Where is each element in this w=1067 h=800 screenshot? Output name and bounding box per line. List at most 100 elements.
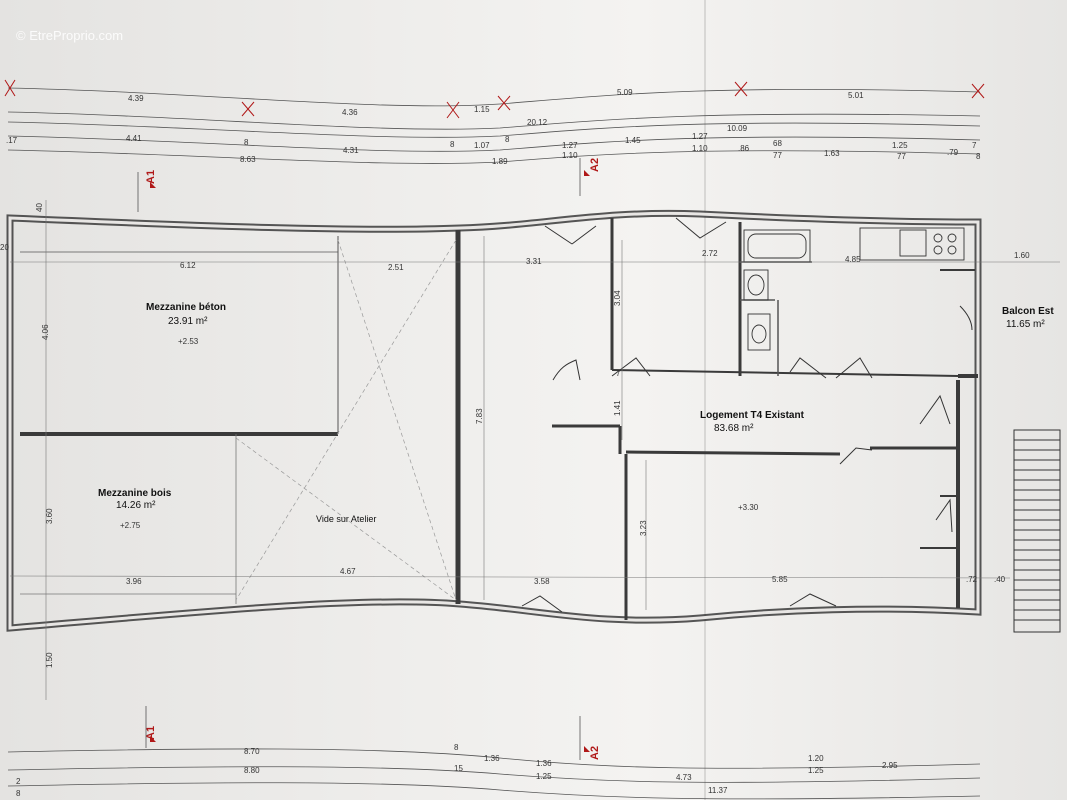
dim-label: 4.31: [343, 146, 359, 155]
section-marker-a1-top: A1: [137, 170, 157, 212]
room-name: Balcon Est: [1002, 306, 1054, 317]
dim-label: 8: [16, 789, 21, 798]
room-vide-atelier: Vide sur Atelier: [316, 514, 376, 524]
dim-label: .79: [947, 148, 959, 157]
dim-label: 5.01: [848, 91, 864, 100]
dims-bottom-row3: 2 8 11.37: [16, 777, 728, 798]
bathtub: [743, 229, 811, 263]
dim-label: 4.36: [342, 108, 358, 117]
dim-label: .86: [738, 144, 750, 153]
dim-label: 1.36: [536, 759, 552, 768]
dim-label: 3.58: [534, 577, 550, 586]
dim-label: 5.85: [772, 575, 788, 584]
dim-label: 1.20: [808, 754, 824, 763]
interior-dimension-lines: [9, 200, 1060, 700]
section-marker-a2-top: A2: [579, 158, 601, 196]
dim-label: 7: [972, 141, 977, 150]
door-swings: [521, 217, 973, 613]
dim-label: 7: [616, 369, 621, 378]
dim-label: 1.41: [613, 400, 622, 416]
dim-label: .40: [994, 575, 1006, 584]
section-label: A2: [589, 746, 601, 760]
room-name: Mezzanine bois: [98, 488, 172, 499]
dims-bottom-row2: 8.80 15 1.25 4.73 1.25: [244, 764, 824, 782]
dim-label: 3.04: [613, 290, 622, 306]
toilet: [747, 313, 771, 351]
dims-top-row4: .17 4.41 8 4.31 8 1.07 8 1.27 1.45 1.27 …: [6, 132, 977, 155]
room-logement-t4: Logement T4 Existant 83.68 m² +3.30: [700, 410, 805, 512]
dim-label: 1.63: [824, 149, 840, 158]
dim-label: 1.50: [45, 652, 54, 668]
dim-label: 77: [897, 152, 906, 161]
top-dimension-lines: [7, 87, 981, 164]
dim-label: 1.07: [474, 141, 490, 150]
dim-label: 8.63: [240, 155, 256, 164]
watermark: © EtreProprio.com: [16, 28, 123, 43]
dim-label: 8: [976, 152, 981, 161]
dim-label: 20: [0, 243, 9, 252]
dim-label: 4.39: [128, 94, 144, 103]
dim-label: 3.96: [126, 577, 142, 586]
room-name: Mezzanine béton: [146, 302, 226, 313]
level-marker: +2.53: [178, 337, 199, 346]
room-mezzanine-bois: Mezzanine bois 14.26 m² +2.75: [98, 488, 172, 530]
dim-label: 68: [773, 139, 782, 148]
dim-label: 4.73: [676, 773, 692, 782]
dim-label: 1.25: [536, 772, 552, 781]
dim-label: 2.72: [702, 249, 718, 258]
bottom-dimension-lines: [7, 748, 981, 800]
dim-label: 77: [773, 151, 782, 160]
section-label: A1: [145, 170, 157, 184]
dim-label: 1.25: [808, 766, 824, 775]
dim-label: 1.27: [692, 132, 708, 141]
sanitary-fixtures: [743, 227, 965, 351]
dim-label: 40: [35, 203, 44, 212]
dim-label: 1.27: [562, 141, 578, 150]
dim-label: 8: [505, 135, 510, 144]
dim-label: 1.60: [1014, 251, 1030, 260]
dim-label: .72: [966, 575, 978, 584]
dim-label: 10.09: [727, 124, 748, 133]
void-hatch: [235, 239, 457, 601]
dim-label: 1.36: [484, 754, 500, 763]
dim-label: 8.70: [244, 747, 260, 756]
interior-dimensions: 6.12 2.51 3.31 2.72 4.85 1.60 3.96 4.67 …: [126, 249, 1030, 586]
dim-label: 5.09: [617, 88, 633, 97]
section-label: A2: [589, 158, 601, 172]
dim-label: 7.83: [475, 408, 484, 424]
level-marker: +2.75: [120, 521, 141, 530]
dim-label: 4.85: [845, 255, 861, 264]
dim-label: 3.31: [526, 257, 542, 266]
kitchen-counter: [859, 227, 965, 261]
dim-label: 4.67: [340, 567, 356, 576]
section-label: A1: [145, 726, 157, 740]
dim-label: 4.06: [41, 324, 50, 340]
building-walls: [6, 209, 982, 632]
dim-label: 2.95: [882, 761, 898, 770]
dim-label: 8: [244, 138, 249, 147]
dimension-ticks: [4, 79, 985, 119]
dim-label: 1.15: [474, 105, 490, 114]
dim-label: 8.80: [244, 766, 260, 775]
section-marker-a2-bottom: A2: [579, 716, 601, 760]
dim-label: 15: [454, 764, 463, 773]
room-name: Logement T4 Existant: [700, 410, 805, 421]
sink: [743, 269, 769, 301]
dims-top-row1: 4.39 4.36 1.15 5.09 5.01: [128, 88, 864, 117]
room-balcon-est: Balcon Est 11.65 m²: [1002, 306, 1054, 330]
dim-label: 11.37: [708, 786, 728, 795]
dim-label: .17: [6, 136, 18, 145]
dim-label: 1.10: [562, 151, 578, 160]
dim-label: 1.89: [492, 157, 508, 166]
room-area: 83.68 m²: [714, 423, 754, 434]
dim-label: 3.23: [639, 520, 648, 536]
room-area: 11.65 m²: [1006, 319, 1045, 330]
level-marker: +3.30: [738, 503, 759, 512]
section-marker-a1-bottom: A1: [145, 706, 157, 748]
dim-label: 1.25: [892, 141, 908, 150]
dims-top-row5: 8.63 1.89 1.10 1.10 .86 77 1.63 77 .79 8: [240, 144, 981, 166]
dim-label: 1.10: [692, 144, 708, 153]
room-area: 14.26 m²: [116, 500, 156, 511]
